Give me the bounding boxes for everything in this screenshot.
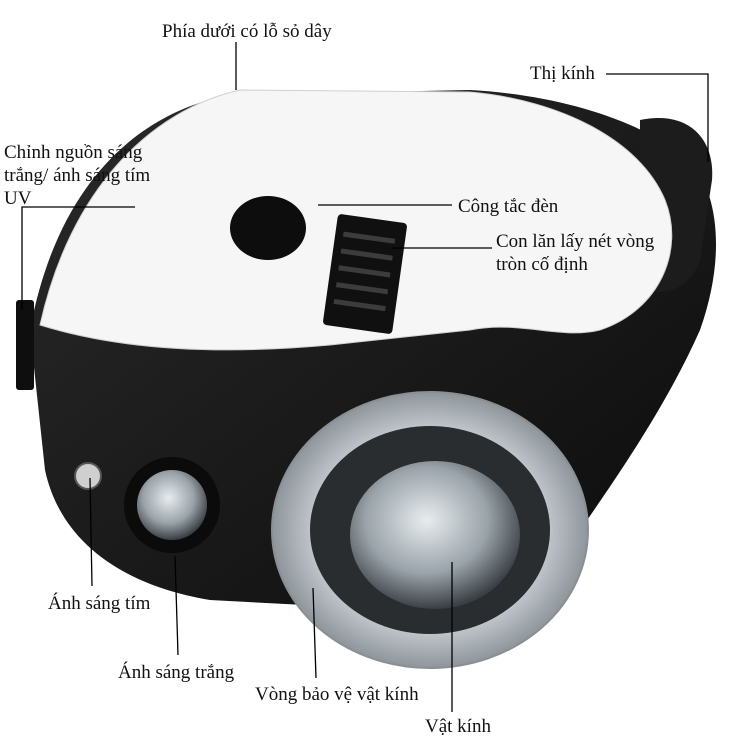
objective-lens	[350, 461, 520, 609]
label-focus-wheel-line2: tròn cố định	[496, 254, 588, 275]
label-light-source-line3: UV	[4, 188, 32, 209]
uv-led	[74, 462, 102, 490]
label-focus-wheel-line1: Con lăn lấy nét vòng	[496, 231, 655, 252]
label-light-switch: Công tắc đèn	[458, 196, 559, 217]
label-light-source-line1: Chỉnh nguồn sáng	[4, 142, 143, 163]
leader-lines	[21, 42, 709, 712]
label-objective: Vật kính	[425, 716, 491, 737]
label-bottom-hole: Phía dưới có lỗ sỏ dây	[162, 21, 332, 42]
light-switch-button	[230, 196, 306, 260]
label-lens-guard: Vòng bảo vệ vật kính	[255, 684, 419, 705]
label-eyepiece: Thị kính	[530, 63, 595, 84]
label-white-light: Ánh sáng trắng	[118, 662, 235, 683]
label-light-source-line2: trắng/ ánh sáng tím	[4, 165, 151, 186]
focus-wheel	[323, 214, 407, 334]
white-light-lens	[124, 457, 220, 553]
objective-lens-guard	[271, 391, 589, 669]
label-uv-light: Ánh sáng tím	[48, 593, 151, 614]
side-switch	[16, 300, 34, 390]
